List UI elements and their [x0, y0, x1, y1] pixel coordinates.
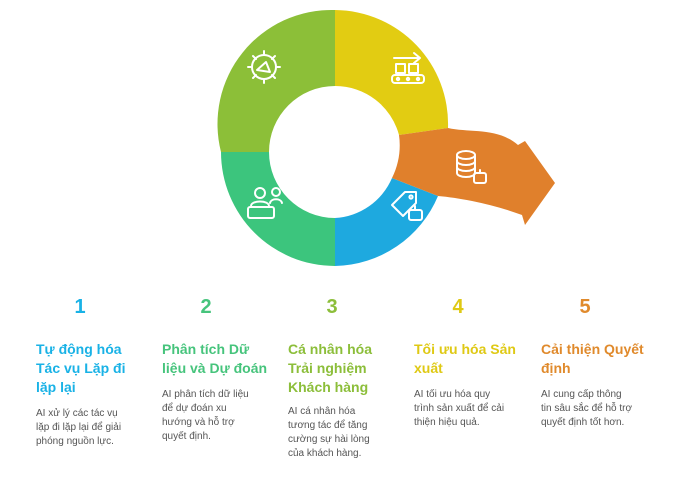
ring-segment-yellow — [335, 10, 449, 135]
step-title-3: Cá nhân hóa Trải nghiệm Khách hàng — [288, 340, 416, 397]
step-title-2: Phân tích Dữ liệu và Dự đoán — [162, 340, 290, 378]
step-title-line: Tự động hóa — [36, 341, 122, 357]
step-title-line: xuất — [414, 360, 443, 376]
step-desc-4: AI tối ưu hóa quy trình sản xuất để cải … — [414, 388, 536, 430]
cycle-diagram — [217, 9, 555, 266]
ring-segment-lime — [217, 9, 335, 153]
step-desc-2: AI phân tích dữ liệu để dự đoán xu hướng… — [162, 388, 284, 444]
step-desc-line: AI phân tích dữ liệu — [162, 389, 249, 400]
step-number-2: 2 — [200, 296, 212, 318]
ai-tag-robot-icon — [391, 191, 423, 221]
conveyor-factory-icon — [391, 52, 425, 84]
step-desc-line: cường sự hài lòng — [288, 434, 370, 445]
step-desc-line: thiện hiệu quả. — [414, 417, 480, 428]
step-title-line: liệu và Dự đoán — [162, 360, 268, 376]
step-desc-line: AI cung cấp thông — [541, 389, 622, 400]
step-title-line: định — [541, 360, 571, 376]
step-desc-3: AI cá nhân hóa tương tác để tăng cường s… — [288, 405, 410, 461]
step-title-line: Cải thiện Quyết — [541, 341, 644, 357]
step-desc-line: quyết định tốt hơn. — [541, 417, 625, 428]
database-robot-icon — [456, 150, 487, 184]
step-desc-line: của khách hàng. — [288, 448, 362, 459]
gear-megaphone-icon — [247, 50, 281, 84]
step-title-line: Khách hàng — [288, 379, 369, 395]
step-desc-line: hướng và hỗ trợ — [162, 417, 235, 428]
step-title-line: Phân tích Dữ — [162, 341, 250, 357]
step-desc-line: để dự đoán xu — [162, 403, 227, 414]
step-desc-line: AI tối ưu hóa quy — [414, 389, 491, 400]
step-title-line: Cá nhân hóa — [288, 341, 373, 357]
step-number-1: 1 — [74, 296, 86, 318]
step-title-line: Tác vụ Lặp đi — [36, 360, 126, 376]
step-desc-line: lặp đi lặp lại để giải — [36, 422, 122, 433]
step-desc-line: phóng nguồn lực. — [36, 436, 114, 447]
step-desc-5: AI cung cấp thông tin sâu sắc để hỗ trợ … — [541, 388, 663, 430]
step-number-4: 4 — [452, 296, 464, 318]
ring-segment-green — [221, 152, 335, 266]
step-desc-line: tương tác để tăng — [288, 420, 368, 431]
step-title-line: Trải nghiệm — [288, 360, 367, 376]
team-users-icon — [247, 187, 283, 219]
step-title-4: Tối ưu hóa Sản xuất — [414, 340, 542, 378]
step-desc-line: quyết định. — [162, 431, 211, 442]
step-title-1: Tự động hóa Tác vụ Lặp đi lặp lại — [36, 340, 164, 397]
step-desc-line: AI cá nhân hóa — [288, 406, 356, 417]
step-desc-line: trình sản xuất để cải — [414, 403, 505, 414]
step-number-5: 5 — [579, 296, 591, 318]
step-number-3: 3 — [326, 296, 338, 318]
step-desc-1: AI xử lý các tác vụ lặp đi lặp lại để gi… — [36, 407, 158, 449]
step-desc-line: AI xử lý các tác vụ — [36, 408, 118, 419]
step-title-line: lặp lại — [36, 379, 76, 395]
step-desc-line: tin sâu sắc để hỗ trợ — [541, 403, 633, 414]
ring-segment-blue — [335, 178, 438, 266]
step-title-line: Tối ưu hóa Sản — [414, 341, 516, 357]
step-title-5: Cải thiện Quyết định — [541, 340, 669, 378]
